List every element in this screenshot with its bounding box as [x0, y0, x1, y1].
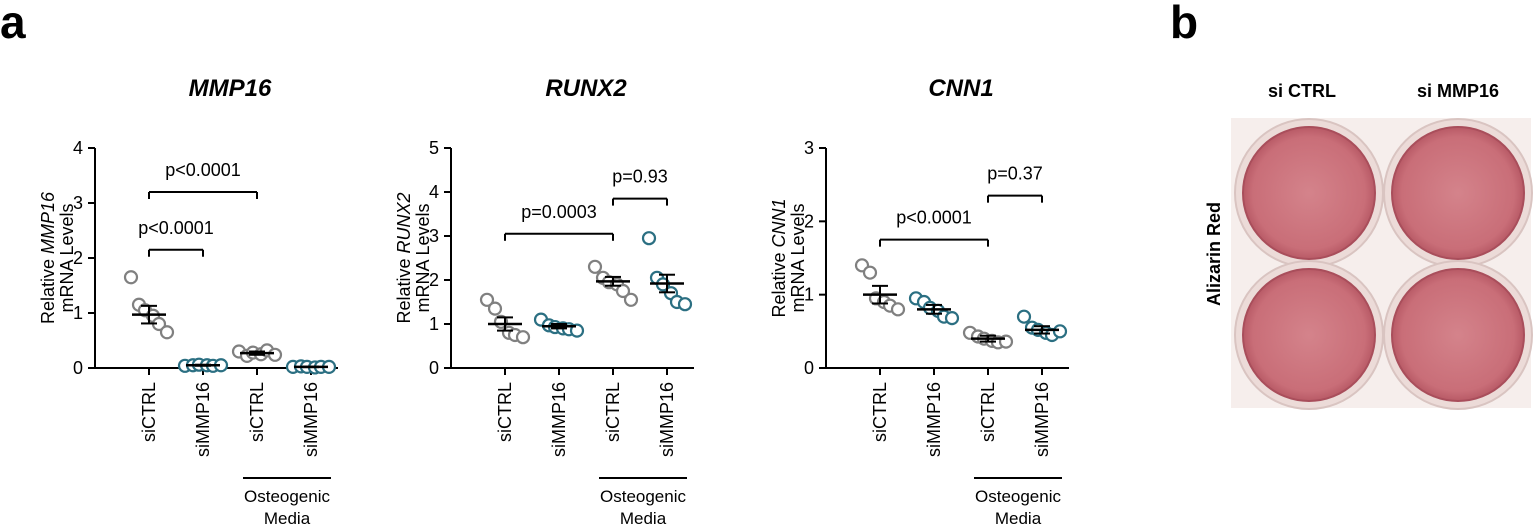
y-tick-label: 2	[429, 270, 439, 290]
x-category-label: siMMP16	[924, 382, 944, 457]
y-tick-label: 2	[804, 211, 814, 231]
x-category-label: siMMP16	[193, 382, 213, 457]
y-tick-label: 1	[73, 303, 83, 323]
chart-title: RUNX2	[545, 75, 627, 102]
y-tick-label: 1	[429, 314, 439, 334]
condition-label-line1: Osteogenic	[600, 487, 686, 506]
data-point	[587, 259, 603, 274]
row-label-alizarin-red: Alizarin Red	[1204, 202, 1224, 306]
x-category-label: siCTRL	[870, 382, 890, 442]
panel-label-a: a	[0, 0, 26, 48]
data-point	[515, 330, 531, 345]
p-value-label: p=0.93	[612, 167, 668, 187]
p-value-label: p<0.0001	[896, 208, 972, 228]
x-category-label: siCTRL	[495, 382, 515, 442]
data-point	[479, 292, 495, 307]
x-category-label: siCTRL	[139, 382, 159, 442]
chart-title: MMP16	[189, 75, 272, 102]
column-label-si-ctrl: si CTRL	[1268, 81, 1336, 101]
condition-label-line2: Media	[264, 509, 311, 527]
y-axis-label-line2: mRNA Levels	[57, 203, 77, 312]
y-axis-label-line2: mRNA Levels	[788, 203, 808, 312]
y-tick-label: 4	[429, 182, 439, 202]
x-category-label: siMMP16	[549, 382, 569, 457]
x-category-label: siMMP16	[301, 382, 321, 457]
data-point	[623, 292, 639, 307]
data-point	[615, 283, 631, 299]
y-axis-label-line1: Relative RUNX2	[394, 192, 414, 323]
p-value-label: p<0.0001	[165, 160, 241, 180]
y-tick-label: 2	[73, 248, 83, 268]
y-axis-label-prefix: Relative	[38, 254, 58, 324]
p-value-label: p=0.37	[987, 164, 1043, 184]
data-point	[677, 297, 693, 312]
y-axis-label-prefix: Relative	[394, 253, 414, 323]
y-axis-label-line1: Relative MMP16	[38, 191, 58, 324]
data-point	[641, 231, 657, 246]
y-axis-label-prefix: Relative	[769, 247, 789, 317]
well-stain	[1242, 268, 1376, 402]
data-point	[890, 302, 906, 317]
y-tick-label: 3	[429, 226, 439, 246]
y-axis-label-gene: RUNX2	[394, 192, 414, 253]
alizarin-red-plate: si CTRL si MMP16 Alizarin Red	[1204, 81, 1533, 410]
x-category-label: siMMP16	[657, 382, 677, 457]
x-category-label: siCTRL	[603, 382, 623, 442]
y-axis-label-gene: MMP16	[38, 191, 58, 254]
p-value-label: p<0.0001	[138, 218, 214, 238]
data-point	[1052, 324, 1068, 339]
y-axis-label-gene: CNN1	[769, 198, 789, 247]
y-axis-label-line1: Relative CNN1	[769, 198, 789, 317]
condition-label-line1: Osteogenic	[244, 487, 330, 506]
data-point	[267, 347, 283, 362]
y-tick-label: 4	[73, 138, 83, 158]
y-tick-label: 5	[429, 138, 439, 158]
condition-label-line1: Osteogenic	[975, 487, 1061, 506]
x-category-label: siMMP16	[1032, 382, 1052, 457]
data-point	[998, 334, 1014, 349]
p-value-label: p=0.0003	[521, 202, 597, 222]
y-tick-label: 0	[804, 358, 814, 378]
well-stain	[1391, 268, 1525, 402]
well-stain	[1242, 126, 1376, 260]
wells	[1234, 118, 1533, 410]
data-point	[1016, 309, 1032, 324]
data-point	[159, 325, 175, 340]
column-label-si-mmp16: si MMP16	[1417, 81, 1499, 101]
data-point	[487, 301, 503, 316]
x-category-label: siCTRL	[978, 382, 998, 442]
data-point	[862, 265, 878, 280]
panel-label-b: b	[1170, 0, 1198, 48]
x-category-label: siCTRL	[247, 382, 267, 442]
y-tick-label: 0	[73, 358, 83, 378]
data-point	[123, 270, 139, 285]
condition-label-line2: Media	[620, 509, 667, 527]
data-point	[569, 323, 585, 338]
chart-title: CNN1	[928, 75, 993, 102]
condition-label-line2: Media	[995, 509, 1042, 527]
well-stain	[1391, 126, 1525, 260]
y-axis-label-line2: mRNA Levels	[413, 203, 433, 312]
y-tick-label: 0	[429, 358, 439, 378]
y-tick-label: 3	[804, 138, 814, 158]
y-tick-label: 3	[73, 193, 83, 213]
y-tick-label: 1	[804, 285, 814, 305]
data-point	[944, 311, 960, 326]
